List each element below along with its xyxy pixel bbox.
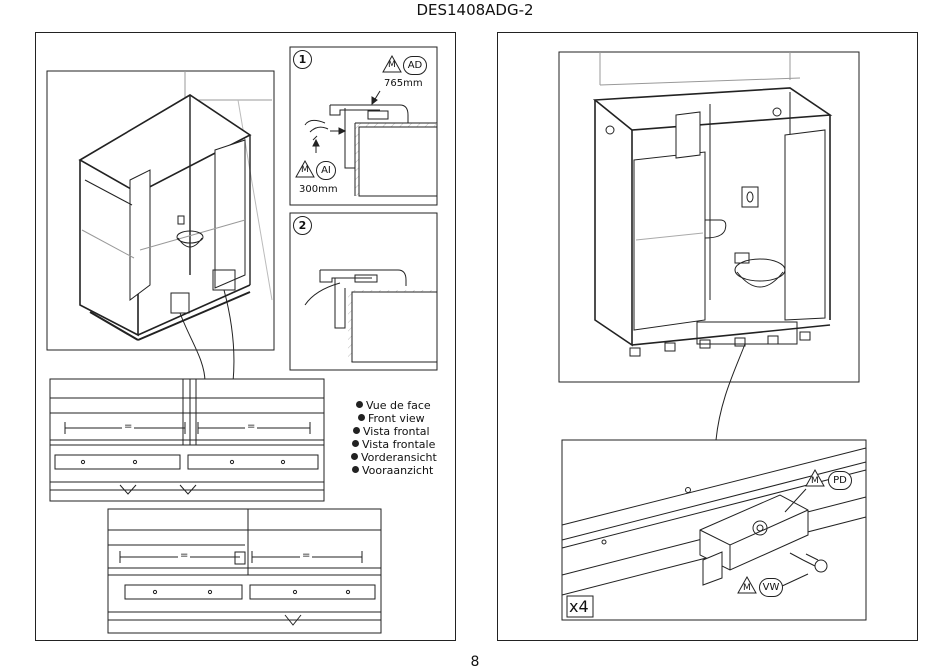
step1-top-code: AD bbox=[403, 56, 427, 75]
dimension-equal-1: = bbox=[122, 421, 135, 432]
step1-bottom-m-letter: M bbox=[301, 165, 309, 175]
view-label-it: Vista frontale bbox=[352, 438, 435, 451]
step-1-illustration bbox=[289, 46, 438, 206]
view-label-es: Vista frontal bbox=[353, 425, 430, 438]
view-label-fr: Vue de face bbox=[356, 399, 431, 412]
tag-vw-code: VW bbox=[759, 578, 783, 597]
dimension-equal-3: = bbox=[178, 550, 191, 561]
step1-top-measure: 765mm bbox=[384, 78, 423, 89]
step-1-number: 1 bbox=[293, 50, 312, 69]
view-label-en: Front view bbox=[358, 412, 425, 425]
document-title: DES1408ADG-2 bbox=[416, 1, 534, 19]
cabin-closeup-illustration bbox=[558, 51, 860, 441]
cabin-overview-illustration bbox=[46, 70, 275, 383]
step1-bottom-measure: 300mm bbox=[299, 184, 338, 195]
dimension-equal-4: = bbox=[300, 550, 313, 561]
tag-vw-m-letter: M bbox=[743, 583, 751, 593]
tag-pd-code: PD bbox=[828, 471, 852, 490]
tag-pd-m-letter: M bbox=[811, 476, 819, 486]
view-label-de: Vorderansicht bbox=[351, 451, 437, 464]
bracket-detail-illustration bbox=[561, 439, 867, 621]
step-2-illustration bbox=[289, 212, 438, 371]
dimension-equal-2: = bbox=[245, 421, 258, 432]
front-view-detail-2 bbox=[107, 508, 382, 634]
quantity-label: x4 bbox=[569, 597, 589, 616]
step-2-number: 2 bbox=[293, 216, 312, 235]
step1-top-m-letter: M bbox=[388, 60, 396, 70]
step1-bottom-code: AI bbox=[316, 161, 336, 180]
front-view-detail-1 bbox=[49, 378, 325, 502]
page-number: 8 bbox=[470, 654, 480, 670]
view-label-nl: Vooraanzicht bbox=[352, 464, 433, 477]
